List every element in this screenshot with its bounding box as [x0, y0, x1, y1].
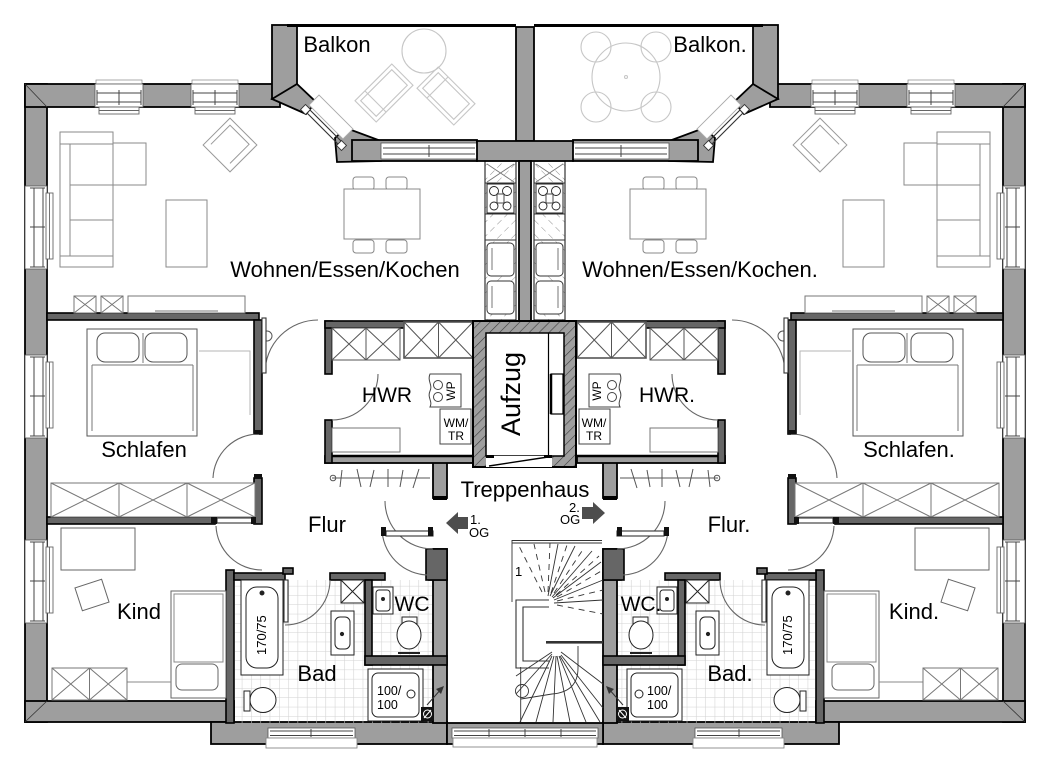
svg-text:WP: WP	[444, 381, 458, 400]
svg-text:1.: 1.	[470, 512, 481, 527]
svg-text:Kind: Kind	[117, 599, 161, 624]
svg-text:2.: 2.	[569, 500, 580, 515]
svg-text:WM/: WM/	[582, 416, 607, 430]
svg-text:OG: OG	[469, 525, 489, 540]
svg-text:Wohnen/Essen/Kochen.: Wohnen/Essen/Kochen.	[582, 257, 818, 282]
svg-text:Flur: Flur	[308, 512, 346, 537]
svg-text:Schlafen: Schlafen	[101, 437, 187, 462]
svg-text:HWR: HWR	[362, 384, 412, 407]
svg-text:Treppenhaus: Treppenhaus	[461, 477, 590, 502]
svg-text:Flur.: Flur.	[708, 512, 751, 537]
svg-text:TR: TR	[448, 429, 464, 443]
svg-text:Bad: Bad	[297, 661, 336, 686]
svg-text:100: 100	[377, 698, 398, 712]
svg-text:WC.: WC.	[621, 593, 662, 616]
svg-text:Balkon: Balkon	[303, 32, 370, 57]
svg-text:TR: TR	[586, 429, 602, 443]
svg-text:WP: WP	[590, 381, 604, 400]
svg-text:170/75: 170/75	[254, 615, 269, 655]
svg-text:100: 100	[647, 698, 668, 712]
svg-text:1: 1	[515, 564, 522, 579]
svg-text:WC: WC	[395, 593, 430, 616]
svg-text:100/: 100/	[377, 684, 402, 698]
svg-text:Aufzug: Aufzug	[496, 352, 526, 436]
svg-text:170/75: 170/75	[780, 615, 795, 655]
svg-text:Kind.: Kind.	[889, 599, 939, 624]
svg-text:WM/: WM/	[444, 416, 469, 430]
svg-text:100/: 100/	[647, 684, 672, 698]
svg-text:Balkon.: Balkon.	[673, 32, 746, 57]
svg-text:Schlafen.: Schlafen.	[863, 437, 955, 462]
svg-text:Bad.: Bad.	[707, 661, 752, 686]
svg-text:HWR.: HWR.	[639, 384, 695, 407]
svg-text:Wohnen/Essen/Kochen: Wohnen/Essen/Kochen	[230, 257, 460, 282]
svg-text:OG: OG	[560, 512, 580, 527]
